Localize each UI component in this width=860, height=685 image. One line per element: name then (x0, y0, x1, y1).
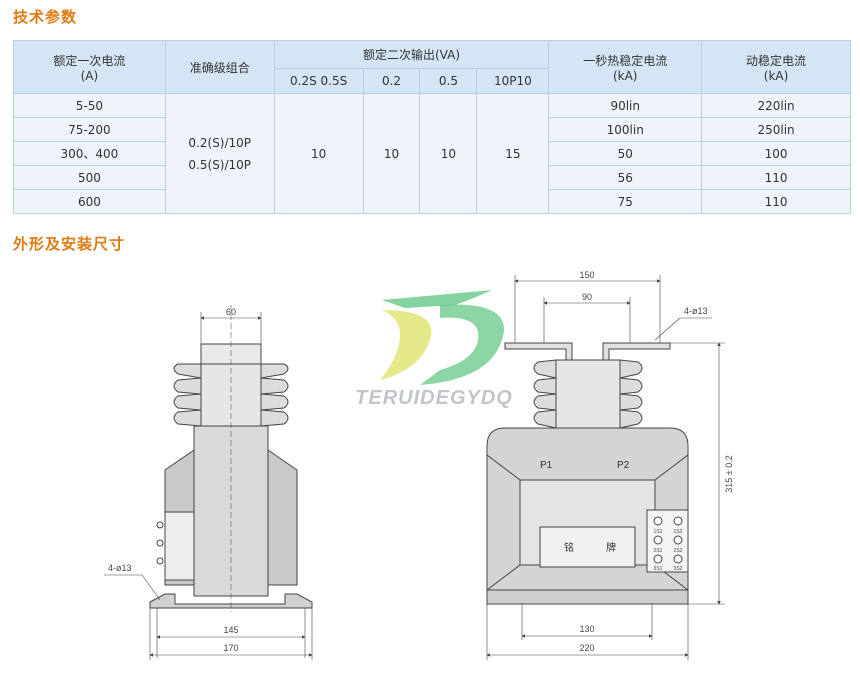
header-unit: (A) (80, 68, 99, 83)
table-row: 300、400 50 100 (13, 141, 851, 166)
label-p1: P1 (540, 460, 553, 471)
nameplate-right: 牌 (606, 541, 616, 554)
terminal-label: 1S1 (654, 529, 663, 535)
header-label: 额定一次电流 (53, 53, 126, 68)
cell-dynamic: 220lin (701, 93, 851, 118)
subheader-cell: 10P10 (476, 68, 550, 94)
terminal-label: 2S2 (674, 548, 683, 554)
subheader-cell: 0.2S 0.5S (273, 68, 364, 94)
cell-dynamic: 100 (701, 141, 851, 166)
cell-output: 10 (273, 93, 364, 214)
header-unit: (kA) (763, 68, 789, 83)
cell-thermal: 75 (548, 189, 703, 214)
terminal-label: 1S2 (674, 529, 683, 535)
accuracy-value: 0.5(S)/10P (188, 157, 252, 172)
subheader-cell: 0.5 (419, 68, 478, 94)
spec-table: 额定一次电流 (A) 准确级组合 额定二次输出(VA) 一秒热稳定电流 (kA)… (13, 40, 851, 214)
table-row: 5-50 0.2(S)/10P 0.5(S)/10P 10 10 10 15 9… (13, 93, 851, 214)
right-dim-height: 315 ± 0.2 (724, 455, 734, 492)
accuracy-value: 0.2(S)/10P (188, 135, 252, 150)
section-title-tech-params: 技术参数 (13, 8, 78, 26)
nameplate-left: 铭 (564, 541, 574, 554)
header-label: 动稳定电流 (746, 53, 807, 68)
cell-dynamic: 110 (701, 165, 851, 190)
cell-current: 500 (13, 165, 166, 190)
label-p2: P2 (617, 460, 630, 471)
cell-current: 600 (13, 189, 166, 214)
cell-current: 300、400 (13, 141, 166, 166)
cell-output: 10 (362, 93, 421, 214)
terminal-label: 3S2 (674, 566, 683, 572)
table-row: 75-200 100lin 250lin (13, 117, 851, 142)
left-dim-top: 60 (226, 307, 236, 317)
cell-output: 15 (476, 93, 550, 214)
section-title-dimensions: 外形及安装尺寸 (13, 235, 126, 253)
terminal-label: 3S1 (654, 566, 663, 572)
header-rated-secondary-output: 额定二次输出(VA) (273, 40, 550, 69)
table-subheader-row: 0.2S 0.5S 0.2 0.5 10P10 (14, 68, 851, 94)
right-view (486, 275, 725, 660)
left-dim-bottom: 170 (223, 643, 238, 653)
right-dim-bottom: 220 (579, 643, 594, 653)
cell-current: 75-200 (13, 117, 166, 142)
right-dim-mid: 130 (579, 624, 594, 634)
cell-thermal: 50 (548, 141, 703, 166)
cell-thermal: 56 (548, 165, 703, 190)
right-dim-top: 150 (579, 270, 594, 280)
watermark-text: TERUIDEGYDQ (355, 387, 513, 409)
header-accuracy-combination: 准确级组合 (164, 40, 275, 94)
table-header-row: 额定一次电流 (A) 准确级组合 额定二次输出(VA) 一秒热稳定电流 (kA)… (13, 40, 851, 94)
left-view (104, 305, 313, 660)
table-row: 500 56 110 (13, 165, 851, 190)
header-thermal-stable-current: 一秒热稳定电流 (kA) (548, 40, 703, 94)
left-dim-hole: 4-ø13 (108, 563, 132, 573)
cell-dynamic: 110 (701, 189, 851, 214)
header-unit: (kA) (612, 68, 638, 83)
cell-output: 10 (419, 93, 478, 214)
cell-current: 5-50 (13, 93, 166, 118)
terminal-label: 2S1 (654, 548, 663, 554)
table-row: 600 75 110 (13, 189, 851, 214)
cell-accuracy: 0.2(S)/10P 0.5(S)/10P (164, 93, 275, 214)
right-dim-inner: 90 (582, 292, 592, 302)
watermark-logo: TERUIDEGYDQ (355, 290, 513, 409)
left-dim-mid: 145 (223, 625, 238, 635)
cell-dynamic: 250lin (701, 117, 851, 142)
subheader-cell: 0.2 (362, 68, 421, 94)
right-dim-hole: 4-ø13 (684, 306, 708, 316)
header-label: 一秒热稳定电流 (583, 53, 668, 68)
